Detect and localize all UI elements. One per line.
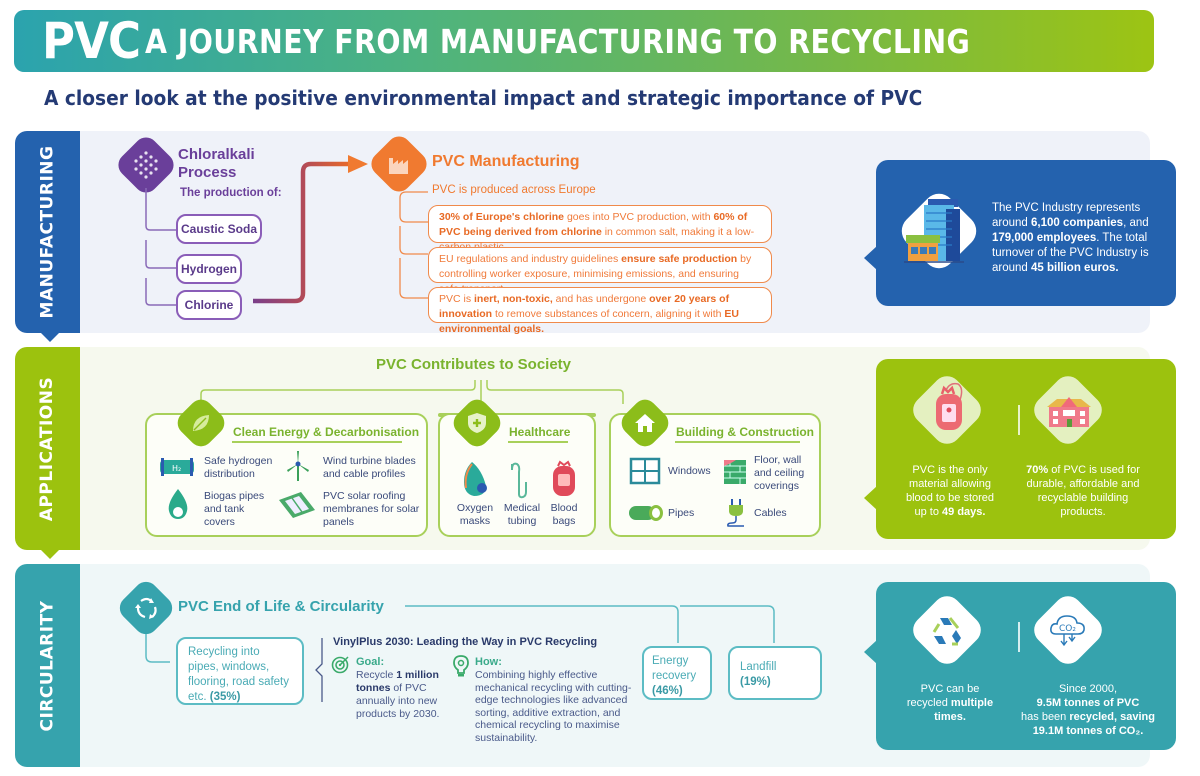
manufacturing-fact-1: 30% of Europe's chlorine goes into PVC p… <box>428 205 772 253</box>
item-wind-turbine: Wind turbine blades and cable profiles <box>323 455 416 480</box>
card-pointer <box>864 246 877 270</box>
svg-text:CO₂: CO₂ <box>1059 624 1076 634</box>
item-solar-membranes: PVC solar roofing membranes for solar pa… <box>323 490 420 528</box>
manufacturing-connector <box>399 191 428 299</box>
applications-connector <box>200 380 624 404</box>
building-title: Building & Construction <box>676 425 814 439</box>
house-icon <box>635 414 655 432</box>
stat-divider <box>1018 622 1020 652</box>
circularity-title: PVC End of Life & Circularity <box>178 598 384 615</box>
chloralkali-subtitle: The production of: <box>180 187 282 199</box>
leaf-icon <box>193 415 209 431</box>
landfill-box: Landfill(19%) <box>728 646 822 700</box>
item-medical-tubing: Medical tubing <box>503 502 541 527</box>
wind-turbine-icon <box>287 451 309 481</box>
product-hydrogen: Hydrogen <box>176 254 242 284</box>
page-subtitle: A closer look at the positive environmen… <box>44 86 923 110</box>
recycling-share-box: Recycling into pipes, windows, flooring,… <box>176 637 304 705</box>
healthcare-underline <box>508 441 568 443</box>
pipe-icon <box>629 505 663 521</box>
item-oxygen-masks: Oxygen masks <box>456 502 494 527</box>
recycle-multiple-text: PVC can be recycled multiple times. <box>906 683 994 723</box>
goal-label: Goal: <box>356 656 385 668</box>
manufacturing-fact-2: EU regulations and industry guidelines e… <box>428 247 772 295</box>
vinylplus-title: VinylPlus 2030: Leading the Way in PVC R… <box>333 636 598 648</box>
tab-applications-label: APPLICATIONS <box>37 376 58 521</box>
co2-cloud-icon: CO₂ <box>1050 615 1085 647</box>
card-pointer <box>864 640 877 664</box>
brand-title: PVC <box>42 12 141 70</box>
chloralkali-title: Chloralkali Process <box>178 146 255 181</box>
blood-storage-text: PVC is the only material allowing blood … <box>905 464 995 518</box>
hydrogen-pipe-icon: H₂ <box>160 458 194 476</box>
svg-text:H₂: H₂ <box>172 464 181 473</box>
clean-energy-title: Clean Energy & Decarbonisation <box>233 425 420 439</box>
item-pipes: Pipes <box>668 507 695 519</box>
buildings-icon <box>904 199 964 263</box>
molecule-dots-icon <box>134 151 158 179</box>
tab-manufacturing[interactable]: MANUFACTURING <box>15 131 80 342</box>
stat-divider <box>1018 405 1020 435</box>
process-arrow-icon <box>253 155 368 304</box>
tab-circularity-label: CIRCULARITY <box>37 600 58 731</box>
wall-covering-icon <box>724 460 746 484</box>
building-share-text: 70% of PVC is used for durable, affordab… <box>1026 464 1140 518</box>
goal-text: Recycle 1 million tonnes of PVC annually… <box>356 669 440 720</box>
solar-panel-icon <box>279 492 315 518</box>
blood-bag-stat-icon <box>936 382 963 430</box>
medical-tubing-icon <box>511 462 527 499</box>
tab-manufacturing-label: MANUFACTURING <box>37 145 58 319</box>
flame-icon <box>168 489 188 519</box>
window-icon <box>629 457 661 485</box>
oxygen-mask-icon <box>464 462 487 496</box>
product-chlorine: Chlorine <box>176 290 242 320</box>
lightbulb-gear-icon <box>453 655 469 677</box>
page-title: A JOURNEY FROM MANUFACTURING TO RECYCLIN… <box>145 21 971 61</box>
how-label: How: <box>475 656 502 668</box>
item-blood-bags: Blood bags <box>550 502 578 527</box>
brace-icon <box>315 638 323 702</box>
building-underline <box>675 441 800 443</box>
house-stat-icon <box>1047 397 1091 427</box>
shield-plus-icon <box>468 413 486 433</box>
item-windows: Windows <box>668 465 711 477</box>
how-text: Combining highly effective mechanical re… <box>475 669 632 744</box>
tab-circularity[interactable]: CIRCULARITY <box>15 564 80 767</box>
recycle-symbol-icon <box>932 617 961 646</box>
item-cables: Cables <box>754 507 787 519</box>
blood-bag-icon <box>553 460 575 496</box>
card-pointer <box>864 486 877 510</box>
product-caustic-soda: Caustic Soda <box>176 214 262 244</box>
factory-icon <box>389 158 408 174</box>
recycle-arrows-icon <box>135 597 157 619</box>
applications-stat-card <box>876 359 1176 539</box>
cable-plug-icon <box>727 499 744 527</box>
clean-energy-underline <box>232 441 402 443</box>
recycled-tonnes-text: Since 2000, 9.5M tonnes of PVC has been … <box>1021 683 1155 737</box>
item-biogas: Biogas pipes and tank covers <box>204 490 265 528</box>
header-banner: PVC A JOURNEY FROM MANUFACTURING TO RECY… <box>14 10 1154 72</box>
tab-applications[interactable]: APPLICATIONS <box>15 347 80 559</box>
tab-pointer <box>41 550 59 559</box>
pvc-manufacturing-title: PVC Manufacturing <box>432 153 580 170</box>
applications-title: PVC Contributes to Society <box>376 356 572 373</box>
circularity-connector <box>145 605 775 663</box>
manufacturing-fact-3: PVC is inert, non-toxic, and has undergo… <box>428 287 772 335</box>
healthcare-title: Healthcare <box>509 425 571 439</box>
chloralkali-connector <box>145 188 176 306</box>
item-hydrogen-distribution: Safe hydrogen distribution <box>204 455 273 480</box>
pvc-manufacturing-intro: PVC is produced across Europe <box>432 184 596 196</box>
industry-stat-text: The PVC Industry represents around 6,100… <box>992 202 1149 274</box>
tab-pointer <box>41 333 59 342</box>
energy-recovery-box: Energy recovery(46%) <box>642 646 712 700</box>
target-icon <box>331 656 349 674</box>
item-floor-wall-ceiling: Floor, wall and ceiling coverings <box>754 454 805 492</box>
